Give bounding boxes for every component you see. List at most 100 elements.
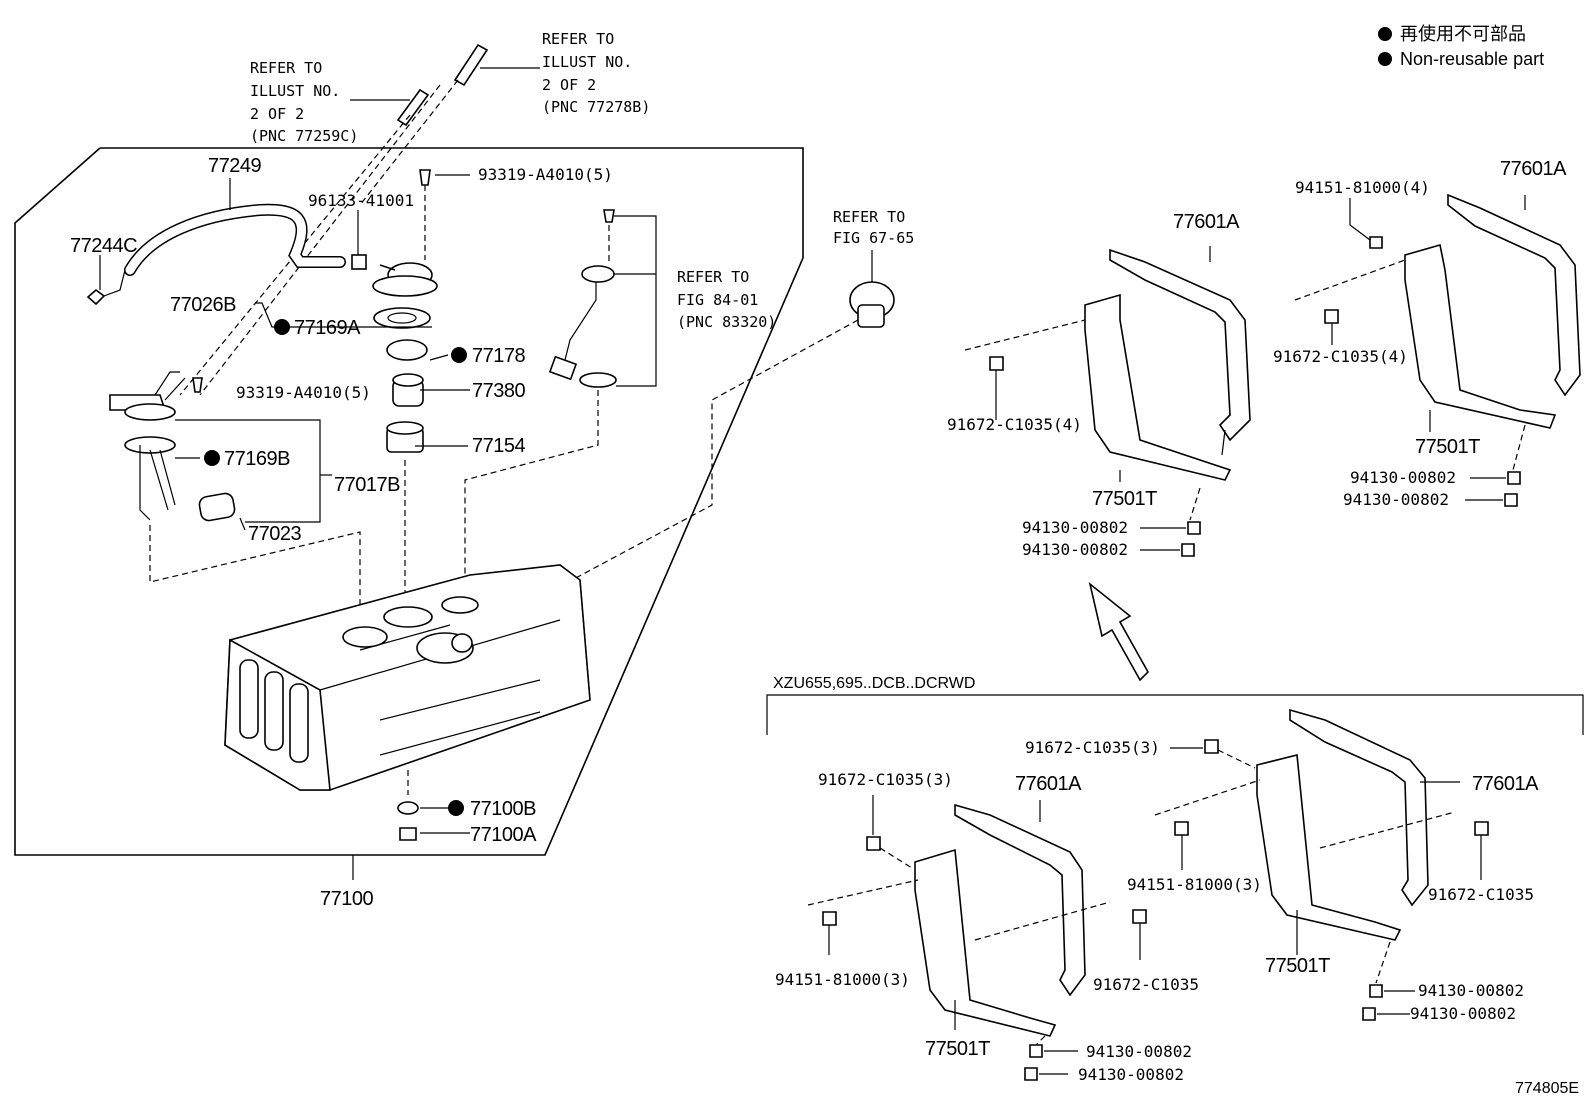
bolt-91672-icon bbox=[989, 356, 1004, 371]
label-93319-A4010-b: 93319-A4010(5) bbox=[236, 383, 371, 402]
nut-94130-icon bbox=[1362, 1007, 1376, 1021]
bolt-91672-icon bbox=[866, 836, 881, 851]
label-77017B: 77017B bbox=[334, 474, 400, 496]
drain-plug-77100A-icon bbox=[399, 827, 417, 841]
ref-illust-77278B: REFER TO ILLUST NO. 2 OF 2 (PNC 77278B) bbox=[542, 30, 650, 116]
label-77100: 77100 bbox=[320, 888, 373, 910]
gauge-gasket-icon bbox=[579, 372, 617, 388]
gasket-77169A-icon bbox=[373, 307, 431, 329]
label-77601A-1: 77601A bbox=[1173, 211, 1240, 233]
nut-94130-icon bbox=[1369, 984, 1383, 998]
label-77380: 77380 bbox=[472, 380, 525, 402]
ref-fig-67-65: REFER TO FIG 67-65 bbox=[833, 208, 914, 247]
nut-94151-icon bbox=[1369, 236, 1383, 249]
cap-77178-icon bbox=[386, 339, 428, 361]
label-91672-C1035-b2b: 91672-C1035 bbox=[1428, 885, 1534, 904]
label-77601A-b1: 77601A bbox=[1015, 773, 1082, 795]
svg-text:REFER TO: REFER TO bbox=[250, 59, 322, 77]
legend: 再使用不可部品 Non-reusable part bbox=[1378, 24, 1544, 69]
float-icon bbox=[548, 355, 578, 381]
tank-band-bracket-4-icon bbox=[1256, 708, 1429, 941]
label-77100A: 77100A bbox=[470, 824, 537, 846]
label-94151-81000-2: 94151-81000(4) bbox=[1295, 178, 1430, 197]
label-96133-41001: 96133-41001 bbox=[308, 191, 414, 210]
svg-text:FIG 84-01: FIG 84-01 bbox=[677, 291, 758, 309]
bolt-91672-icon bbox=[1474, 821, 1489, 836]
label-94130-b2a: 94130-00802 bbox=[1418, 981, 1524, 1000]
clamp-96133-icon bbox=[351, 254, 367, 270]
svg-text:(PNC 77259C): (PNC 77259C) bbox=[250, 127, 358, 145]
label-94130-2b: 94130-00802 bbox=[1343, 490, 1449, 509]
bolt-91672-icon bbox=[1324, 309, 1339, 324]
label-77601A-b2: 77601A bbox=[1472, 773, 1539, 795]
label-77244C: 77244C bbox=[70, 235, 137, 257]
nut-94130-icon bbox=[1181, 543, 1195, 557]
fuel-tank-icon bbox=[224, 564, 591, 791]
nut-94130-icon bbox=[1504, 493, 1518, 507]
ref-illust-77259C: REFER TO ILLUST NO. 2 OF 2 (PNC 77259C) bbox=[250, 59, 358, 145]
screw-gauge-icon bbox=[603, 209, 615, 223]
svg-text:FIG 67-65: FIG 67-65 bbox=[833, 229, 914, 247]
label-94130-1a: 94130-00802 bbox=[1022, 518, 1128, 537]
illustration-number: 774805E bbox=[1515, 1080, 1579, 1097]
label-94151-81000-b1: 94151-81000(3) bbox=[775, 970, 910, 989]
label-77100B: 77100B bbox=[470, 798, 536, 820]
sender-tubes-icon bbox=[139, 445, 176, 521]
strainer-77023-icon bbox=[198, 492, 236, 522]
non-reusable-dot-icon bbox=[448, 800, 464, 816]
svg-text:REFER TO: REFER TO bbox=[542, 30, 614, 48]
nut-94151-icon bbox=[822, 911, 837, 926]
label-77601A-2: 77601A bbox=[1500, 158, 1567, 180]
label-77154: 77154 bbox=[472, 435, 525, 457]
label-77169B: 77169B bbox=[224, 448, 290, 470]
nut-94130-icon bbox=[1024, 1067, 1038, 1081]
label-94130-b1a: 94130-00802 bbox=[1086, 1042, 1192, 1061]
legend-en: Non-reusable part bbox=[1400, 49, 1544, 69]
svg-text:REFER TO: REFER TO bbox=[833, 208, 905, 226]
bolt-91672-icon bbox=[1132, 909, 1147, 924]
label-77501T-b2: 77501T bbox=[1265, 955, 1330, 977]
non-reusable-dot-icon bbox=[451, 347, 467, 363]
tank-band-bracket-3-icon bbox=[914, 803, 1086, 1037]
svg-text:ILLUST NO.: ILLUST NO. bbox=[542, 53, 632, 71]
non-reusable-dot-icon bbox=[204, 450, 220, 466]
svg-text:2 OF 2: 2 OF 2 bbox=[250, 105, 304, 123]
nut-94130-icon bbox=[1029, 1044, 1043, 1058]
label-77501T-b1: 77501T bbox=[925, 1038, 990, 1060]
label-91672-C1035-b1b: 91672-C1035 bbox=[1093, 975, 1199, 994]
label-94130-1b: 94130-00802 bbox=[1022, 540, 1128, 559]
svg-text:REFER TO: REFER TO bbox=[677, 268, 749, 286]
nut-94151-icon bbox=[1174, 821, 1189, 836]
ref-fig-84-01: REFER TO FIG 84-01 (PNC 83320) bbox=[677, 268, 776, 331]
label-91672-C1035-2: 91672-C1035(4) bbox=[1273, 347, 1408, 366]
label-91672-C1035-b1: 91672-C1035(3) bbox=[818, 770, 953, 789]
label-77026B: 77026B bbox=[170, 294, 236, 316]
drain-gasket-77100B-icon bbox=[397, 801, 419, 815]
non-reusable-dot-icon bbox=[1378, 27, 1392, 41]
variant-frame bbox=[766, 694, 1584, 735]
non-reusable-dot-icon bbox=[1378, 52, 1392, 66]
label-77501T-1: 77501T bbox=[1092, 488, 1157, 510]
tank-assembly-frame bbox=[14, 147, 804, 856]
nut-94130-icon bbox=[1187, 521, 1201, 535]
label-77249: 77249 bbox=[208, 155, 261, 177]
fuel-gauge-unit-icon bbox=[581, 265, 615, 283]
svg-text:2 OF 2: 2 OF 2 bbox=[542, 76, 596, 94]
label-94130-b2b: 94130-00802 bbox=[1410, 1004, 1516, 1023]
legend-jp: 再使用不可部品 bbox=[1400, 24, 1526, 44]
label-94130-2a: 94130-00802 bbox=[1350, 468, 1456, 487]
label-91672-C1035-1: 91672-C1035(4) bbox=[947, 415, 1082, 434]
label-77501T-2: 77501T bbox=[1415, 436, 1480, 458]
svg-text:(PNC 83320): (PNC 83320) bbox=[677, 313, 776, 331]
bolt-91672-icon bbox=[1204, 739, 1219, 754]
nut-94130-icon bbox=[1507, 471, 1521, 485]
label-94151-81000-b2: 94151-81000(3) bbox=[1127, 875, 1262, 894]
label-77023: 77023 bbox=[248, 523, 301, 545]
screw-93319b-icon bbox=[192, 377, 203, 393]
label-94130-b1b: 94130-00802 bbox=[1078, 1065, 1184, 1084]
tank-band-bracket-2-icon bbox=[1404, 193, 1581, 429]
svg-text:(PNC 77278B): (PNC 77278B) bbox=[542, 98, 650, 116]
tank-band-bracket-1-icon bbox=[1084, 248, 1251, 481]
label-93319-A4010-a: 93319-A4010(5) bbox=[478, 165, 613, 184]
